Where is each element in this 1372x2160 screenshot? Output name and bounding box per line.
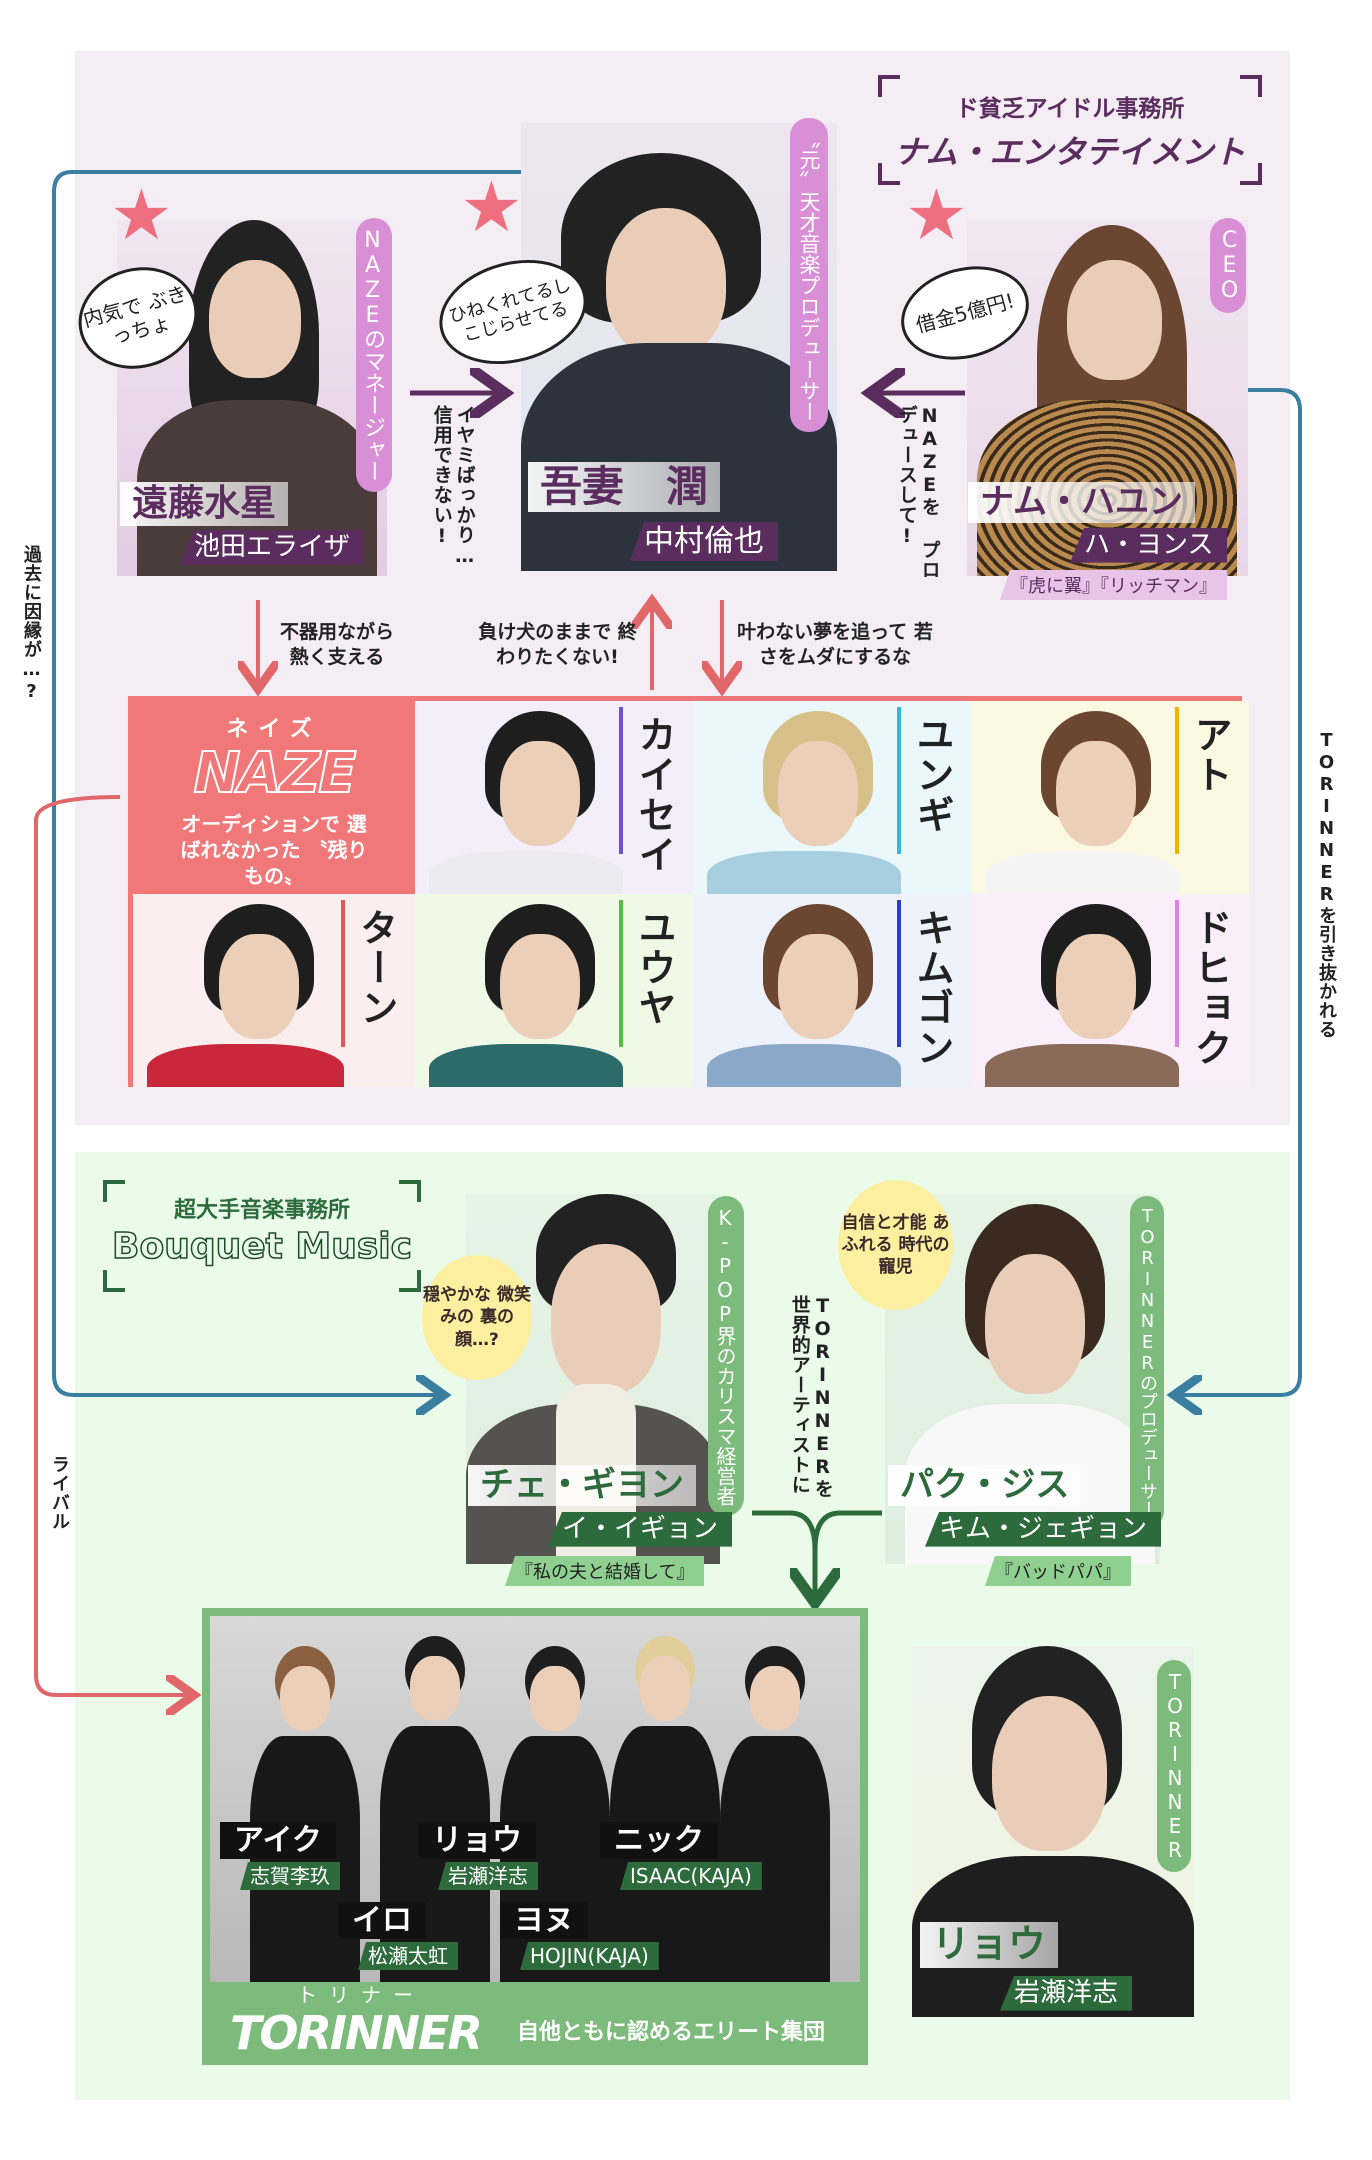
- choi-thought-bubble: 穏やかな 微笑みの 裏の顔…?: [422, 1255, 532, 1380]
- nam-works: 『虎に翼』『リッチマン』: [1000, 570, 1227, 600]
- torinner-member-actor: 岩瀬洋志: [438, 1862, 538, 1890]
- choi-character-name: チェ・ギヨン: [468, 1465, 696, 1507]
- star-mascot-icon: ★: [905, 174, 968, 256]
- choi-works: 『私の夫と結婚して』: [505, 1556, 705, 1586]
- choi-role-label: K-POP界のカリスマ経営者: [708, 1196, 744, 1516]
- agatsuma-character-name: 吾妻 潤: [528, 462, 721, 513]
- label-nam-agatsuma: NAZEを プロデュースして!: [895, 405, 941, 580]
- torinner-member-name: リョウ: [418, 1822, 536, 1859]
- label-rival: ライバル: [49, 1455, 70, 1531]
- park-works: 『バッドパパ』: [985, 1556, 1131, 1586]
- nam-character-name: ナム・ハユン: [968, 482, 1195, 524]
- naze-group-box: ネイズ NAZE オーディションで 選ばれなかった 〝残りもの〟 カイセイ ユン…: [128, 696, 1249, 1087]
- ryo-character-name: リョウ: [920, 1922, 1059, 1968]
- naze-member-1: カイセイ: [415, 701, 693, 894]
- torinner-member-figure: [610, 1636, 720, 1982]
- torinner-member-name: アイク: [220, 1822, 336, 1859]
- torinner-member-name: イロ: [338, 1902, 426, 1939]
- member-name: ドヒョク: [1188, 908, 1232, 1068]
- torinner-member-actor: 松瀬太虹: [358, 1942, 458, 1970]
- torinner-member-name: ニック: [600, 1822, 718, 1859]
- torinner-logo: TORINNER: [230, 2006, 483, 2060]
- member-color-bar: [1175, 707, 1179, 854]
- member-name: ユウヤ: [632, 908, 676, 1028]
- park-thought-bubble: 自信と才能 あふれる 時代の寵児: [838, 1180, 953, 1310]
- member-color-bar: [897, 900, 901, 1047]
- label-agatsuma-naze: 叶わない夢を追って 若さをムダにするな: [737, 621, 933, 668]
- bouquet-music-title: 超大手音楽事務所 Bouquet Music: [103, 1180, 421, 1292]
- member-color-bar: [1175, 900, 1179, 1047]
- naze-member-6: キムゴン: [693, 894, 971, 1087]
- naze-member-2: ユンギ: [693, 701, 971, 894]
- naze-kana: ネイズ: [226, 717, 322, 742]
- torinner-member-figure: [500, 1646, 610, 1982]
- agency-name: Bouquet Music: [111, 1225, 412, 1268]
- endo-role-label: NAZEのマネージャー: [356, 218, 392, 492]
- member-name: ターン: [354, 908, 398, 1028]
- nam-role-label: CEO: [1210, 218, 1246, 313]
- torinner-group-box: アイク志賀李玖イロ松瀬太虹 リョウ岩瀬洋志ヨヌ HOJIN(KAJA) ニック ISAA…: [202, 1608, 868, 2065]
- label-naze-agatsuma: 負け犬のままで 終わりたくない!: [478, 621, 637, 668]
- star-mascot-icon: ★: [460, 166, 523, 248]
- naze-description: オーディションで 選ばれなかった 〝残りもの〟: [180, 811, 368, 888]
- ryo-role-label: TORINNER: [1157, 1660, 1191, 1872]
- naze-title-cell: ネイズ NAZE オーディションで 選ばれなかった 〝残りもの〟: [133, 701, 415, 894]
- torinner-member-figure: [250, 1646, 360, 1982]
- torinner-kana: トリナー: [297, 1983, 425, 2007]
- label-endo-naze: 不器用ながら 熱く支える: [279, 621, 394, 668]
- label-to-torinner: TORINNERを 世界的アーティストに: [788, 1295, 834, 1499]
- agatsuma-role-label: 〝元〟天才音楽プロデューサー: [790, 118, 828, 432]
- label-past-connection: 過去に因縁が…?: [18, 545, 44, 703]
- park-character-name: パク・ジス: [888, 1465, 1082, 1507]
- line-poached: [1178, 388, 1302, 1395]
- naze-logo: NAZE: [192, 741, 357, 806]
- endo-character-name: 遠藤水星: [120, 482, 289, 526]
- member-color-bar: [619, 707, 623, 854]
- agency-subtitle: ド貧乏アイドル事務所: [955, 96, 1185, 122]
- naze-member-5: ユウヤ: [415, 894, 693, 1087]
- torinner-member-actor: ISAAC(KAJA): [620, 1862, 762, 1890]
- member-name: アト: [1188, 715, 1232, 795]
- star-mascot-icon: ★: [110, 174, 173, 256]
- endo-actor-name: 池田エライザ: [180, 530, 365, 565]
- member-color-bar: [341, 900, 345, 1047]
- torinner-member-name: ヨヌ: [500, 1902, 588, 1939]
- naze-member-4: ターン: [133, 894, 415, 1087]
- torinner-description: 自他ともに認めるエリート集団: [517, 2020, 826, 2045]
- line-rival: [34, 795, 190, 1695]
- naze-member-3: アト: [971, 701, 1249, 894]
- torinner-member-figure: [720, 1646, 830, 1982]
- agency-name: ナム・エンタテイメント: [894, 133, 1246, 171]
- arrow-to-torinner: [752, 1510, 882, 1598]
- agency-subtitle: 超大手音楽事務所: [173, 1198, 350, 1223]
- member-color-bar: [619, 900, 623, 1047]
- torinner-group-photo: アイク志賀李玖イロ松瀬太虹 リョウ岩瀬洋志ヨヌ HOJIN(KAJA) ニック ISAA…: [210, 1616, 860, 1982]
- torinner-member-actor: HOJIN(KAJA): [520, 1942, 659, 1970]
- nam-entertainment-title: ド貧乏アイドル事務所 ナム・エンタテイメント: [878, 75, 1262, 185]
- torinner-member-actor: 志賀李玖: [240, 1862, 340, 1890]
- ryo-actor-name: 岩瀬洋志: [1000, 1976, 1133, 2011]
- naze-member-7: ドヒョク: [971, 894, 1249, 1087]
- label-poached: TORINNERを引き抜かれる: [1313, 730, 1339, 1039]
- member-name: カイセイ: [632, 715, 676, 875]
- member-name: ユンギ: [910, 715, 954, 835]
- label-endo-agatsuma: イヤミばっかり… 信用できない!: [430, 405, 476, 568]
- park-role-label: TORINNERのプロデューサー: [1130, 1196, 1164, 1528]
- choi-actor-name: イ・イギョン: [548, 1512, 733, 1547]
- nam-actor-name: ハ・ヨンス: [1070, 528, 1228, 563]
- member-color-bar: [897, 707, 901, 854]
- choi-portrait: [466, 1194, 720, 1564]
- line-past-connection: [52, 170, 540, 1395]
- member-name: キムゴン: [910, 908, 954, 1068]
- agatsuma-actor-name: 中村倫也: [630, 522, 778, 561]
- park-actor-name: キム・ジェギョン: [925, 1512, 1162, 1547]
